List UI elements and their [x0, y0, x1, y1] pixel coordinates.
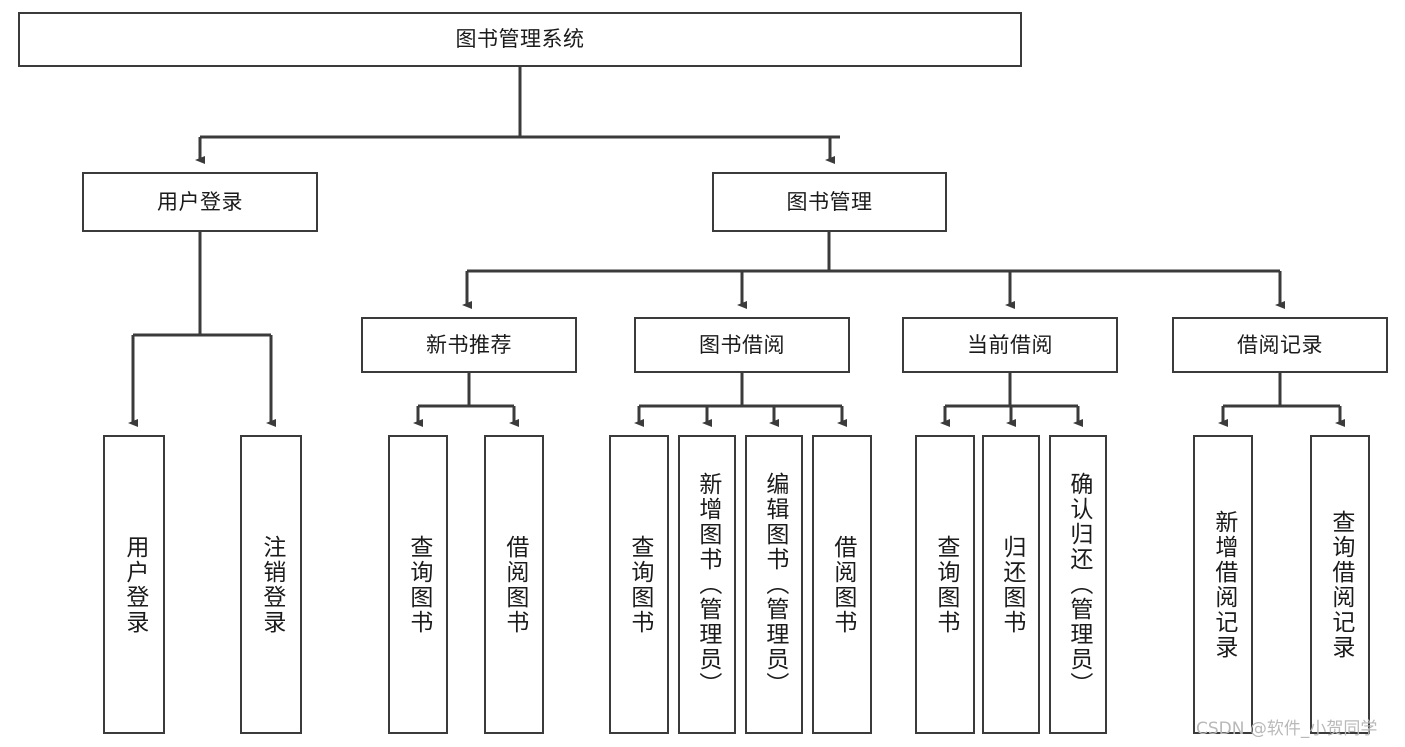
node-leaf-borrow-book-2-label: 借阅图书 — [829, 534, 856, 635]
node-current-borrow-label: 当前借阅 — [967, 332, 1053, 357]
node-new-book-recommend[interactable]: 新书推荐 — [361, 317, 577, 373]
node-root-label: 图书管理系统 — [455, 27, 585, 52]
node-leaf-query-record[interactable]: 查询借阅记录 — [1310, 435, 1370, 734]
node-book-manage[interactable]: 图书管理 — [712, 172, 947, 232]
node-leaf-query-book-2-label: 查询图书 — [626, 534, 653, 635]
node-user-login-label: 用户登录 — [157, 189, 243, 214]
node-leaf-query-book-2[interactable]: 查询图书 — [609, 435, 669, 734]
node-leaf-add-book[interactable]: 新增图书（管理员） — [678, 435, 736, 734]
node-leaf-user-login[interactable]: 用户登录 — [103, 435, 165, 734]
node-user-login[interactable]: 用户登录 — [82, 172, 318, 232]
node-leaf-logout-label: 注销登录 — [258, 534, 285, 635]
csdn-watermark: CSDN @软件_小贺同学 — [1196, 719, 1378, 739]
node-leaf-borrow-book-1-label: 借阅图书 — [501, 534, 528, 635]
node-book-borrow[interactable]: 图书借阅 — [634, 317, 850, 373]
node-book-borrow-label: 图书借阅 — [699, 332, 785, 357]
node-leaf-confirm-return-label: 确认归还（管理员） — [1065, 472, 1092, 697]
node-current-borrow[interactable]: 当前借阅 — [902, 317, 1118, 373]
node-leaf-confirm-return[interactable]: 确认归还（管理员） — [1049, 435, 1107, 734]
node-leaf-user-login-label: 用户登录 — [121, 534, 148, 635]
node-leaf-borrow-book-1[interactable]: 借阅图书 — [484, 435, 544, 734]
node-leaf-logout[interactable]: 注销登录 — [240, 435, 302, 734]
node-leaf-add-record-label: 新增借阅记录 — [1210, 509, 1237, 660]
node-book-manage-label: 图书管理 — [786, 189, 873, 214]
node-new-book-recommend-label: 新书推荐 — [426, 332, 512, 357]
node-leaf-edit-book-label: 编辑图书（管理员） — [761, 472, 788, 697]
node-leaf-query-record-label: 查询借阅记录 — [1327, 509, 1354, 660]
node-leaf-add-book-label: 新增图书（管理员） — [694, 472, 721, 697]
node-leaf-return-book-label: 归还图书 — [998, 534, 1025, 635]
node-leaf-query-book-1-label: 查询图书 — [405, 534, 432, 635]
node-root[interactable]: 图书管理系统 — [18, 12, 1022, 67]
node-leaf-query-book-3-label: 查询图书 — [932, 534, 959, 635]
node-borrow-record-label: 借阅记录 — [1237, 332, 1323, 357]
node-leaf-query-book-3[interactable]: 查询图书 — [915, 435, 975, 734]
node-leaf-borrow-book-2[interactable]: 借阅图书 — [812, 435, 872, 734]
node-borrow-record[interactable]: 借阅记录 — [1172, 317, 1388, 373]
node-leaf-edit-book[interactable]: 编辑图书（管理员） — [745, 435, 803, 734]
node-leaf-return-book[interactable]: 归还图书 — [982, 435, 1040, 734]
node-leaf-query-book-1[interactable]: 查询图书 — [388, 435, 448, 734]
node-leaf-add-record[interactable]: 新增借阅记录 — [1193, 435, 1253, 734]
